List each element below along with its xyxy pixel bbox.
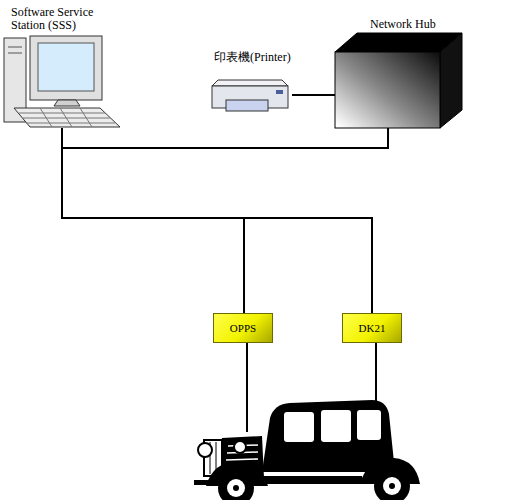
hub-side-face [440,33,462,128]
hub-node: Network Hub [335,15,465,128]
monitor-stand [54,100,80,106]
key-row [26,123,115,124]
hub-box [335,33,462,128]
box-label: DK21 [343,322,401,335]
car-illustration [194,400,420,500]
wheel-cap [389,483,395,489]
running-board [262,476,362,484]
keyboard [14,108,120,127]
drive-slot [8,53,22,54]
printer-icon [212,80,288,111]
network-cable [292,94,335,96]
computer-icon [4,36,120,127]
car-window [284,412,314,442]
hub-front-face [335,52,440,128]
wheel-hub [227,479,245,497]
wheel-hub [383,477,401,495]
drive-slot [8,47,22,48]
box-label: OPPS [214,322,272,335]
monitor-frame [30,36,102,100]
key-column [80,108,92,127]
workstation-node: Software Service Station (SSS) [2,5,122,128]
front-wheel [218,470,254,500]
headlight [198,443,212,457]
hood-louvre [226,459,258,460]
printer-node: 印表機(Printer) [208,50,292,114]
car-window [357,410,381,440]
device-label: Network Hub [370,18,465,31]
paper-tray [226,100,268,111]
interface-box: OPPS [213,313,273,343]
printer-top [212,80,288,86]
key-column [60,108,72,127]
device-label: Software Service Station (SSS) [11,6,111,32]
device-label: 印表機(Printer) [214,51,309,64]
vehicle-lead [375,343,377,402]
network-cable [62,128,372,313]
interface-box: DK21 [342,313,402,343]
printer-button [276,90,283,94]
headlight [234,441,246,453]
wheel-cap [233,485,239,491]
network-cable [62,128,244,313]
key-column [40,108,52,127]
car-window [321,410,351,442]
vehicle-lead [246,343,248,432]
network-cable [62,128,388,148]
monitor-screen [38,43,94,91]
key-row [19,113,105,114]
car-cabin [262,400,395,472]
rear-wheel [374,468,410,500]
